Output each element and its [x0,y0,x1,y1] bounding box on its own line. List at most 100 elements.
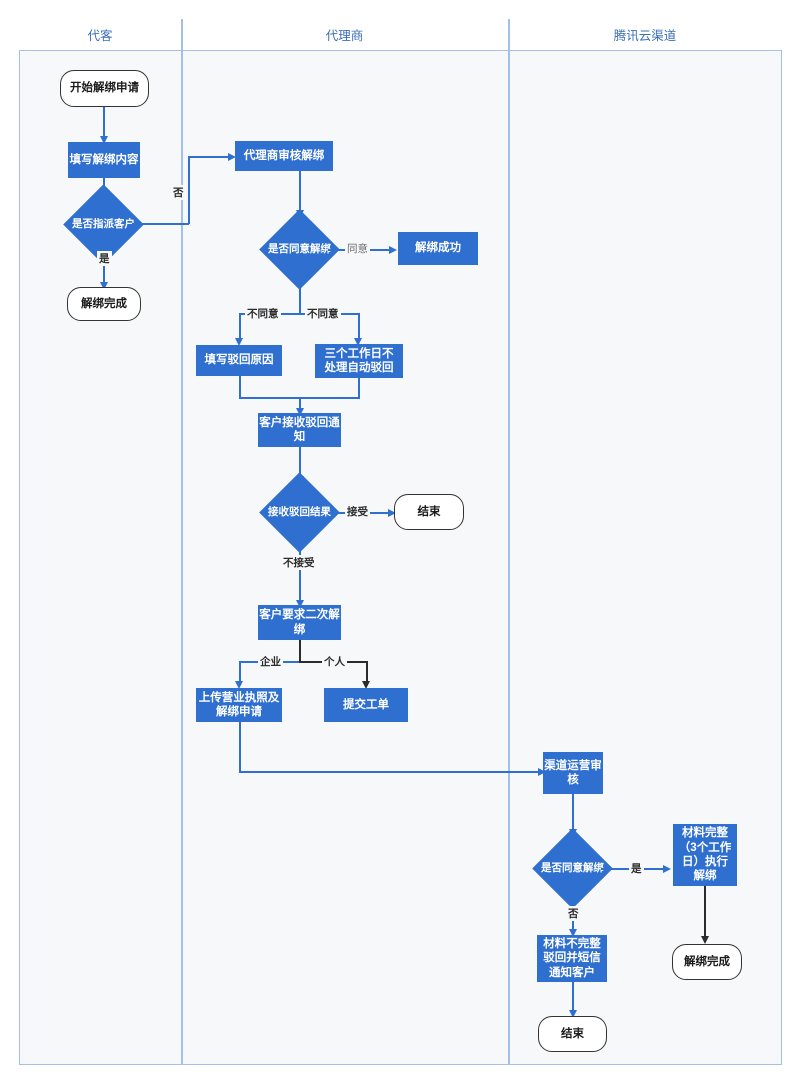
edge-n3-no-h2 [188,156,232,158]
edge-n6-split-v [299,278,301,314]
edge-merge-n10-v [299,397,301,411]
lane-label: 代理商 [325,29,364,43]
edge-n1-n2 [103,107,105,138]
swimlane-frame [19,19,782,1065]
edge-label-tc-yes: 是 [629,861,644,876]
node-submit-ticket[interactable]: 提交工单 [324,688,408,722]
node-label: 上传营业执照及解绑申请 [198,691,280,718]
node-unbind-complete-right[interactable]: 解绑完成 [672,944,742,980]
arrowhead-n3-n5 [228,152,236,161]
arrowhead-n18-n20 [700,936,709,944]
node-fill-unbind-content[interactable]: 填写解绑内容 [68,142,140,178]
node-start-unbind-request[interactable]: 开始解绑申请 [60,70,149,107]
node-label: 开始解绑申请 [70,82,139,95]
node-materials-incomplete-reject-sms[interactable]: 材料不完整驳回并短信通知客户 [537,935,607,982]
node-end-agent[interactable]: 结束 [394,494,464,530]
arrowhead-n6-n9 [354,338,363,346]
node-label: 三个工作日不处理自动驳回 [324,347,394,374]
arrowhead-n3-n4 [99,282,108,290]
edge-n13-n14-v [239,661,241,684]
node-label: 结束 [561,1027,584,1040]
node-label: 解绑成功 [415,242,461,255]
node-decision-channel-agree[interactable]: 是否同意解绑 [532,828,613,909]
edge-n19-n21 [572,982,574,1013]
edge-n11-n13 [299,541,301,603]
node-label: 结束 [417,505,441,518]
node-label: 提交工单 [343,698,389,711]
edge-n9-merge-v [358,378,360,398]
edge-label-tc-no: 否 [566,906,581,921]
lane-divider-1 [181,19,183,1065]
lane-label: 腾讯云渠道 [613,29,677,43]
lane-header-dailishang: 代理商 [181,19,508,51]
arrowhead-n13-n14 [235,681,244,689]
node-decision-assign-customer[interactable]: 是否指派客户 [63,184,144,265]
node-label: 填写驳回原因 [204,354,274,367]
edge-n3-no-h1 [132,223,189,225]
node-label: 填写解绑内容 [69,153,139,166]
node-label: 解绑完成 [81,297,127,310]
node-label: 是否同意解绑 [541,862,604,875]
arrowhead-n1-n2 [99,136,108,144]
edge-n5-n6 [299,171,301,213]
arrowhead-n14-n16 [538,767,546,776]
lane-header-tencent: 腾讯云渠道 [508,19,782,51]
edge-n3-no-v [188,156,190,224]
edge-n13-split-v [299,640,301,662]
edge-n13-n15-v [366,661,368,684]
node-materials-complete-execute-unbind[interactable]: 材料完整（3个工作日）执行解绑 [673,824,737,886]
arrowhead-n6-n8 [235,338,244,346]
lane-divider-2 [508,19,510,1065]
edge-label-disagree-left: 不同意 [245,306,281,321]
arrowhead-n6-n7 [389,245,397,254]
node-upload-license-and-request[interactable]: 上传营业执照及解绑申请 [196,688,282,722]
node-label: 客户接收驳回通知 [259,416,340,443]
node-decision-agent-agree[interactable]: 是否同意解绑 [259,209,340,290]
node-customer-receive-reject-notice[interactable]: 客户接收驳回通知 [258,413,341,447]
node-label: 渠道运营审核 [544,759,602,786]
edge-label-agree: 同意 [345,241,370,256]
node-unbind-complete-left[interactable]: 解绑完成 [67,287,141,321]
node-agent-review-unbind[interactable]: 代理商审核解绑 [235,141,333,171]
arrowhead-n11-n12 [388,508,396,517]
node-label: 是否同意解绑 [268,243,331,256]
arrowhead-n19-n21 [568,1010,577,1018]
node-label: 是否指派客户 [72,218,135,231]
arrowhead-n13-n15 [362,681,371,689]
edge-n10-n11 [299,447,301,479]
edge-label-not-accept: 不接受 [281,555,317,570]
edge-label-enterprise: 企业 [258,654,283,669]
node-label: 材料不完整驳回并短信通知客户 [543,937,601,979]
edge-n8-merge-v [239,376,241,398]
node-label: 解绑完成 [684,955,730,968]
edge-label-yes-assign: 是 [97,251,112,266]
node-unbind-success[interactable]: 解绑成功 [398,232,478,265]
edge-label-disagree-right: 不同意 [305,306,341,321]
edge-n14-long-h [239,771,544,773]
edge-n14-long-v [239,722,241,772]
edge-label-no-assign: 否 [171,185,186,200]
node-label: 接收驳回结果 [268,506,331,519]
arrowhead-n17-n18 [663,864,671,873]
node-label: 代理商审核解绑 [243,149,325,162]
edge-n6-n9-v [358,313,360,341]
lane-header-daike: 代客 [19,19,181,51]
node-end-channel[interactable]: 结束 [538,1016,607,1052]
arrowhead-merge-n10 [295,408,304,416]
lane-label: 代客 [87,29,113,43]
arrowhead-n17-n19 [568,929,577,937]
edge-n3-n4 [103,253,105,285]
node-label: 客户要求二次解绑 [259,609,340,636]
edge-n18-n20 [704,886,706,939]
node-label: 材料完整（3个工作日）执行解绑 [678,827,732,883]
node-auto-reject-3days[interactable]: 三个工作日不处理自动驳回 [315,344,403,378]
arrowhead-n11-n13 [295,600,304,608]
node-fill-reject-reason[interactable]: 填写驳回原因 [196,345,282,376]
node-decision-receive-reject-result[interactable]: 接收驳回结果 [259,472,340,553]
node-channel-operations-review[interactable]: 渠道运营审核 [543,752,603,794]
edge-label-personal: 个人 [322,654,347,669]
node-customer-second-unbind-request[interactable]: 客户要求二次解绑 [258,605,341,640]
edge-label-accept: 接受 [345,504,370,519]
edge-n6-n8-v [239,313,241,341]
